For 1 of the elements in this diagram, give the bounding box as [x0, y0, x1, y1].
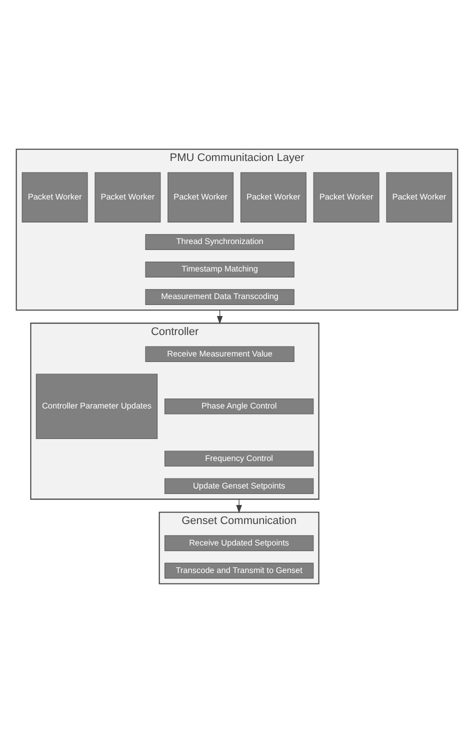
- arrow: [236, 498, 242, 513]
